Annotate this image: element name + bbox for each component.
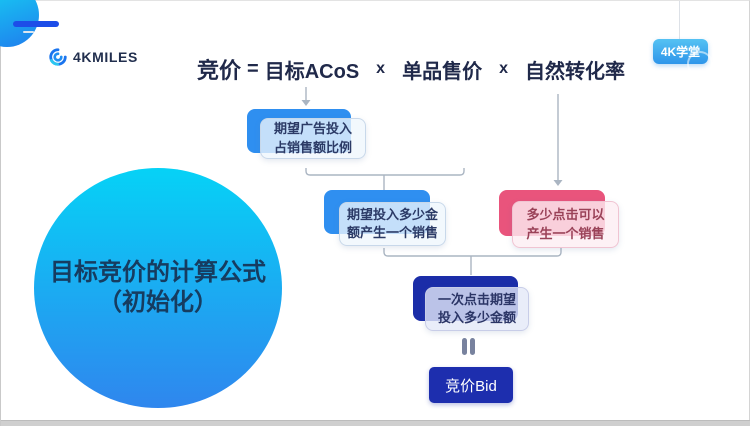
acos-box: 期望广告投入 占销售额比例 — [260, 118, 366, 159]
formula-term-organic-cvr: 自然转化率 — [524, 60, 625, 83]
headline-line1: 目标竞价的计算公式 — [50, 259, 266, 286]
cpc-box-line2: 投入多少金额 — [437, 310, 516, 325]
bid-formula-title: 竞价 = 目标ACoS x 单品售价 x 自然转化率 — [191, 53, 631, 85]
formula-multiply-sign-1: x — [376, 60, 386, 77]
spend-box-line2: 额产生一个销售 — [346, 225, 438, 240]
bracket-merge-1 — [305, 168, 465, 190]
formula-multiply-sign-2: x — [499, 60, 508, 77]
acos-box-line2: 占销售额比例 — [273, 139, 352, 155]
watermark-ring — [687, 51, 713, 77]
formula-result-term: 竞价 — [197, 58, 242, 83]
spend-box-line1: 期望投入多少金 — [346, 206, 438, 222]
formula-term-unit-price: 单品售价 — [402, 60, 483, 83]
headline-circle: 目标竞价的计算公式 （初始化） — [34, 168, 282, 408]
formula-equals-sign: = — [247, 57, 259, 80]
clicks-box-line2: 产生一个销售 — [526, 225, 605, 241]
spend-box: 期望投入多少金 额产生一个销售 — [339, 202, 446, 246]
cpc-box: 一次点击期望 投入多少金额 — [425, 287, 529, 331]
corner-decoration-bar — [13, 21, 59, 27]
bid-result-box: 竞价Bid — [429, 367, 513, 403]
acos-box-line1: 期望广告投入 — [273, 121, 352, 137]
rotated-equals-bar-right — [470, 338, 475, 355]
badge-hanging-line — [679, 1, 680, 39]
brand-logo-text: 4KMILES — [73, 49, 138, 65]
4kmiles-swirl-icon — [48, 46, 68, 68]
clicks-box-line1: 多少点击可以 — [526, 207, 605, 223]
brand-logo: 4KMILES — [48, 46, 138, 68]
clicks-box: 多少点击可以 产生一个销售 — [512, 201, 619, 248]
arrowhead-conversion — [553, 180, 563, 186]
formula-term-target-acos: 目标ACoS — [264, 60, 360, 83]
rotated-equals-bar-left — [462, 338, 467, 355]
cpc-box-line1: 一次点击期望 — [437, 291, 516, 307]
bracket-merge-2 — [383, 248, 562, 275]
slide-bottom-edge — [1, 420, 750, 426]
headline-line2: （初始化） — [98, 289, 218, 316]
arrowhead-acos — [301, 100, 311, 106]
corner-decoration-tick — [23, 31, 34, 33]
